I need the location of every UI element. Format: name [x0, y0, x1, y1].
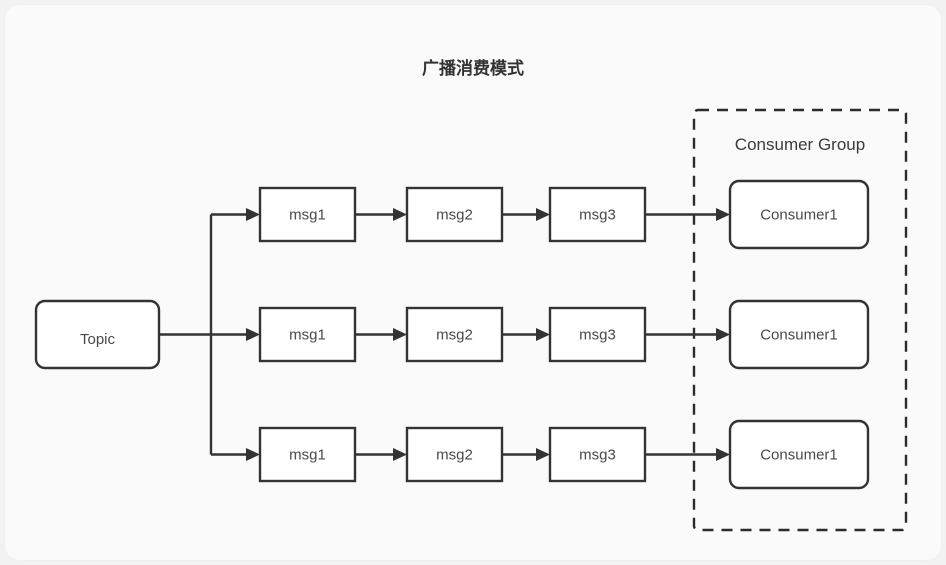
arrowhead-r0-msg3-consumer: [716, 208, 730, 221]
arrowhead-branch-row2: [246, 448, 260, 461]
arrowhead-r0-msg1-msg2: [393, 208, 407, 221]
node-topic-rect[interactable]: [34, 299, 161, 370]
arrowhead-r2-msg1-msg2: [393, 448, 407, 461]
node-topic-label: Topic: [80, 331, 116, 348]
arrowhead-branch-row0: [246, 208, 260, 221]
node-msg-label: msg2: [436, 446, 473, 463]
node-consumer-label: Consumer1: [760, 446, 838, 463]
arrowhead-r1-msg2-msg3: [536, 328, 550, 341]
arrowhead-r1-msg3-consumer: [716, 328, 730, 341]
node-msg-rect[interactable]: [405, 186, 504, 243]
node-consumer-label: Consumer1: [760, 326, 838, 343]
arrowhead-r0-msg2-msg3: [536, 208, 550, 221]
node-consumer-rect[interactable]: [728, 299, 870, 370]
node-msg-rect[interactable]: [548, 426, 647, 483]
node-msg-label: msg3: [579, 326, 616, 343]
arrowhead-r2-msg3-consumer: [716, 448, 730, 461]
node-consumer-rect[interactable]: [728, 419, 870, 490]
node-msg-rect[interactable]: [548, 306, 647, 363]
connectors: [159, 208, 730, 461]
node-consumer-label: Consumer1: [760, 206, 838, 223]
node-consumer[interactable]: Consumer1: [728, 299, 870, 370]
node-msg-rect[interactable]: [405, 426, 504, 483]
node-msg[interactable]: msg1: [258, 186, 357, 243]
row-2: msg1 msg2 msg3 Consumer1: [258, 419, 870, 490]
consumer-group-label: Consumer Group: [735, 135, 865, 154]
node-msg[interactable]: msg3: [548, 186, 647, 243]
node-msg-label: msg3: [579, 446, 616, 463]
arrowhead-r1-msg1-msg2: [393, 328, 407, 341]
node-msg-label: msg1: [289, 206, 326, 223]
node-consumer-rect[interactable]: [728, 179, 870, 250]
node-msg[interactable]: msg1: [258, 306, 357, 363]
consumer-group-container: [692, 108, 908, 532]
node-msg-label: msg3: [579, 206, 616, 223]
node-msg-rect[interactable]: [258, 426, 357, 483]
arrowhead-branch-row1: [246, 328, 260, 341]
row-1: msg1 msg2 msg3 Consumer1: [258, 299, 870, 370]
node-msg-rect[interactable]: [405, 306, 504, 363]
node-msg-label: msg2: [436, 206, 473, 223]
node-msg[interactable]: msg2: [405, 306, 504, 363]
node-msg-rect[interactable]: [258, 306, 357, 363]
node-msg-label: msg1: [289, 326, 326, 343]
page-title: 广播消费模式: [422, 58, 524, 78]
row-0: msg1 msg2 msg3 Consumer1: [258, 179, 870, 250]
node-consumer[interactable]: Consumer1: [728, 179, 870, 250]
node-msg[interactable]: msg1: [258, 426, 357, 483]
node-msg-rect[interactable]: [548, 186, 647, 243]
node-msg-rect[interactable]: [258, 186, 357, 243]
arrowhead-r2-msg2-msg3: [536, 448, 550, 461]
node-msg[interactable]: msg3: [548, 306, 647, 363]
node-msg[interactable]: msg3: [548, 426, 647, 483]
node-msg-label: msg1: [289, 446, 326, 463]
node-consumer[interactable]: Consumer1: [728, 419, 870, 490]
node-topic[interactable]: Topic: [34, 299, 161, 370]
node-msg-label: msg2: [436, 326, 473, 343]
node-msg[interactable]: msg2: [405, 186, 504, 243]
node-msg[interactable]: msg2: [405, 426, 504, 483]
